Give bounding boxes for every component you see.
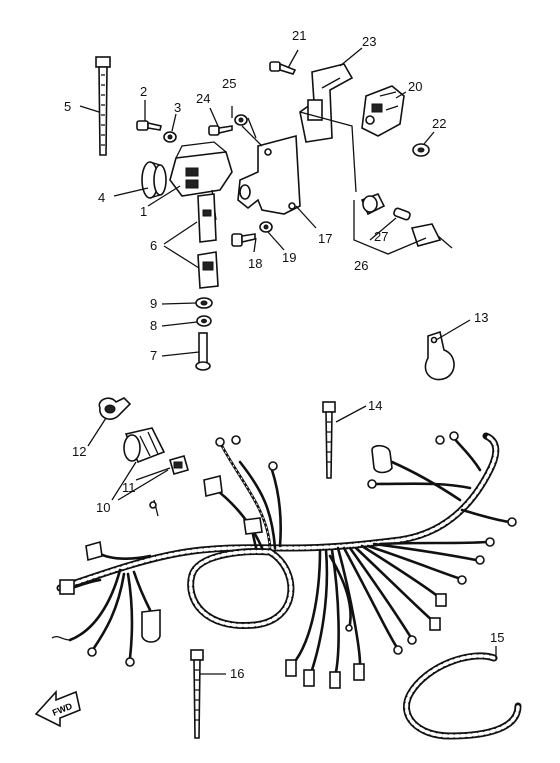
screw-part-24 (208, 125, 233, 136)
callout-22: 22 (432, 116, 446, 131)
washer-part-19 (259, 221, 273, 233)
callout-7: 7 (150, 348, 157, 363)
washer-part-25 (234, 114, 248, 126)
fuse-holder-part-26 (360, 192, 453, 249)
fwd-arrow: FWD (34, 689, 81, 728)
callout-26: 26 (354, 258, 368, 273)
cable-tie-part-5 (95, 56, 111, 156)
callout-17: 17 (318, 231, 332, 246)
callout-10: 10 (96, 500, 110, 515)
connector-cap-part-10 (123, 427, 166, 464)
callout-14: 14 (368, 398, 382, 413)
callout-20: 20 (408, 79, 422, 94)
clamp-part-13 (424, 330, 455, 381)
callout-1: 1 (140, 204, 147, 219)
bracket-part-17 (237, 134, 301, 215)
callout-15: 15 (490, 630, 504, 645)
callout-8: 8 (150, 318, 157, 333)
leader-lines (79, 47, 497, 675)
bracket-part-23 (299, 63, 354, 143)
nut-part-9 (195, 297, 213, 309)
screw-part-21 (269, 61, 297, 75)
connector-part-11 (149, 455, 189, 517)
cable-tie-part-14 (322, 401, 336, 479)
callout-12: 12 (72, 444, 86, 459)
callout-3: 3 (174, 100, 181, 115)
washer-part-3 (163, 131, 177, 143)
callout-5: 5 (64, 99, 71, 114)
callout-11: 11 (122, 480, 136, 495)
callout-2: 2 (140, 84, 147, 99)
grommet-part-4 (141, 161, 167, 199)
connector-part-6 (197, 193, 219, 289)
callout-13: 13 (474, 310, 488, 325)
callout-numbers: 1 2 3 4 5 6 7 8 9 10 11 12 13 14 15 16 1… (64, 28, 504, 681)
wire-harness (51, 431, 517, 689)
bolt-part-18 (231, 233, 256, 247)
fuse-part-27 (393, 207, 411, 221)
callout-21: 21 (292, 28, 306, 43)
nut-part-22 (412, 143, 430, 157)
hose-part-15 (403, 652, 522, 740)
callout-18: 18 (248, 256, 262, 271)
callout-4: 4 (98, 190, 105, 205)
callout-25: 25 (222, 76, 236, 91)
callout-16: 16 (230, 666, 244, 681)
clamp-part-12 (98, 397, 132, 420)
callout-9: 9 (150, 296, 157, 311)
callout-6: 6 (150, 238, 157, 253)
callout-23: 23 (362, 34, 376, 49)
bolt-part-7 (195, 332, 211, 371)
relay-part-20 (361, 85, 405, 137)
cable-tie-part-16 (190, 649, 204, 739)
callout-24: 24 (196, 91, 210, 106)
screw-part-2 (136, 120, 162, 131)
callout-19: 19 (282, 250, 296, 265)
callout-27: 27 (374, 229, 388, 244)
washer-part-8 (196, 315, 212, 327)
